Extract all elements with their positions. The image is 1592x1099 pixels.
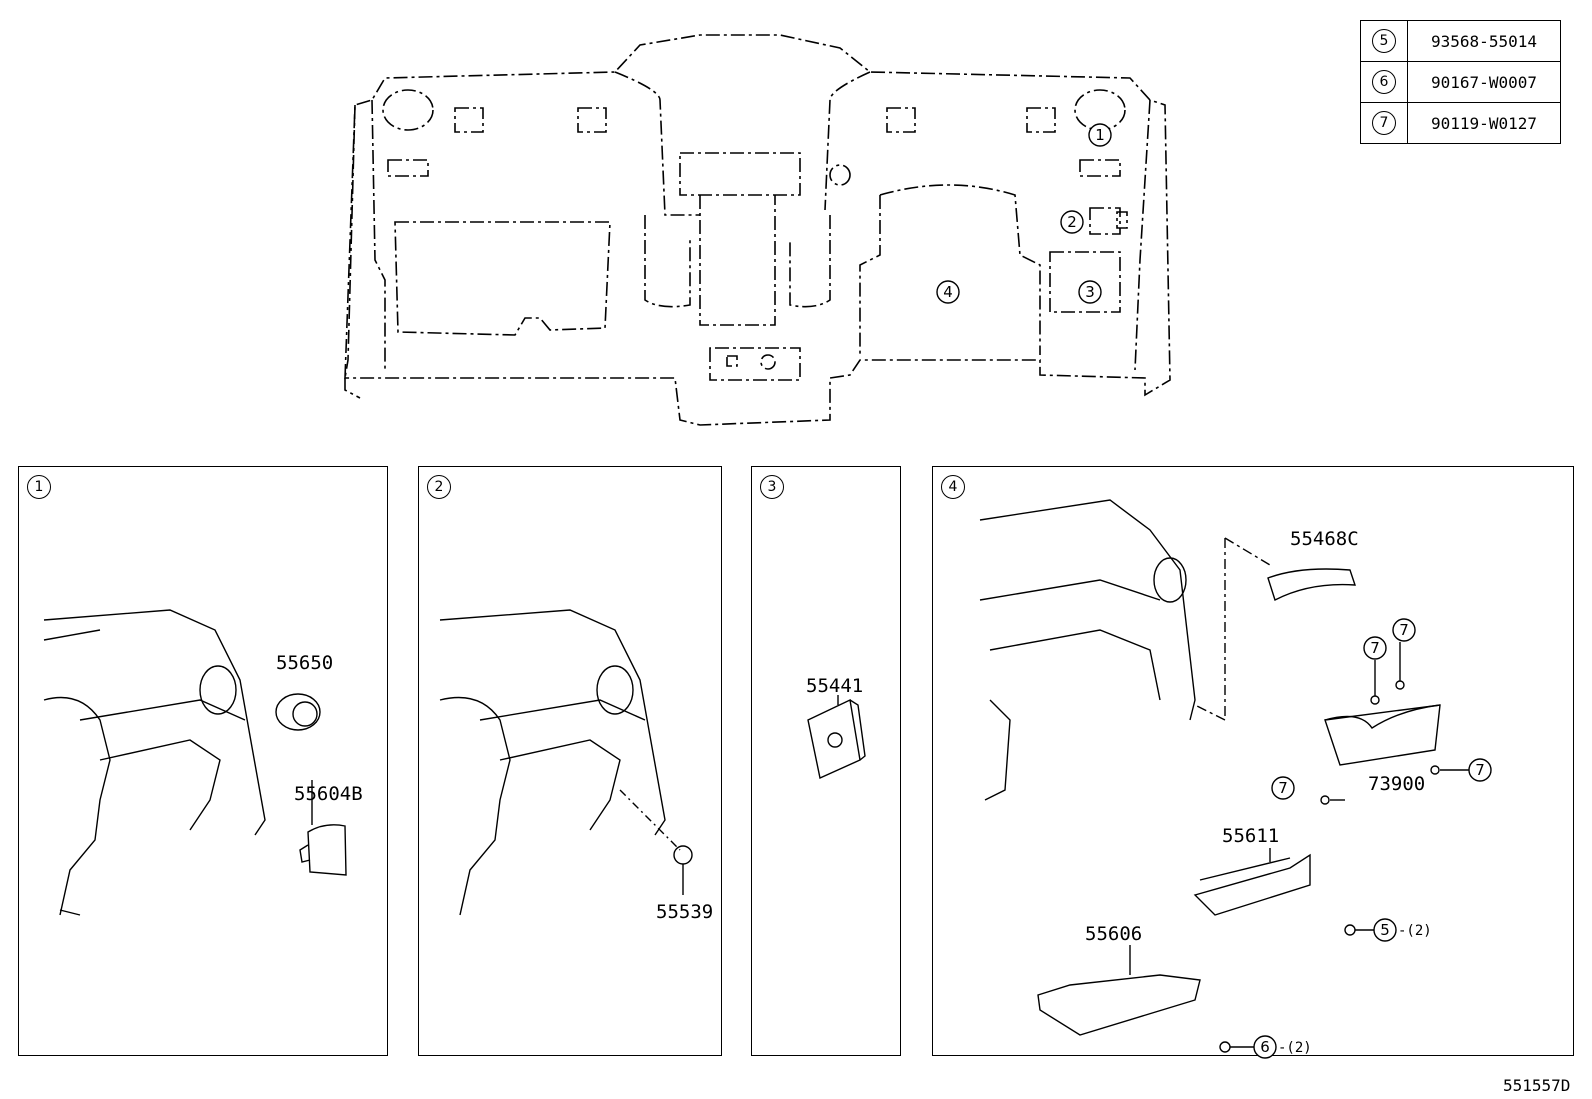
detail-panel-1: 1 xyxy=(18,466,388,1056)
overview-callouts: 1 2 3 4 xyxy=(936,123,1112,304)
table-row: 5 93568-55014 xyxy=(1360,20,1561,62)
dashboard-sketch-1 xyxy=(43,609,266,916)
part-label-55539: 55539 xyxy=(656,901,713,923)
qty-label: -(2) xyxy=(1398,923,1432,939)
callout-2: 2 xyxy=(1067,213,1077,231)
part-label-55650: 55650 xyxy=(276,652,333,674)
dashboard-sketch-2 xyxy=(439,609,666,916)
part-label-55441: 55441 xyxy=(806,675,863,697)
detail-panel-3: 3 xyxy=(751,466,901,1056)
callout-7: 7 xyxy=(1475,761,1485,779)
callout-7: 7 xyxy=(1399,621,1409,639)
ref-number-7: 7 xyxy=(1372,111,1396,135)
panel-number: 2 xyxy=(427,475,451,499)
part-label-55468C: 55468C xyxy=(1290,528,1359,550)
part-number: 90167-W0007 xyxy=(1407,61,1561,103)
part-label-73900: 73900 xyxy=(1368,773,1425,795)
qty-label: -(2) xyxy=(1278,1040,1312,1056)
callout-6: 6 xyxy=(1260,1038,1270,1056)
part-label-55604B: 55604B xyxy=(294,783,363,805)
part-label-55606: 55606 xyxy=(1085,923,1142,945)
detail-panel-4: 4 xyxy=(932,466,1574,1056)
table-row: 6 90167-W0007 xyxy=(1360,61,1561,103)
table-row: 7 90119-W0127 xyxy=(1360,102,1561,144)
dashboard-sketch-4 xyxy=(979,499,1196,801)
callout-5: 5 xyxy=(1380,921,1390,939)
fastener-table: 5 93568-55014 6 90167-W0007 7 90119-W012… xyxy=(1360,20,1561,144)
dashboard-overview-drawing: 1 2 3 4 xyxy=(344,34,1171,426)
callout-1: 1 xyxy=(1095,126,1105,144)
panel-number: 1 xyxy=(27,475,51,499)
panel-number: 3 xyxy=(760,475,784,499)
callout-7: 7 xyxy=(1278,779,1288,797)
part-label-55611: 55611 xyxy=(1222,825,1279,847)
callout-3: 3 xyxy=(1085,283,1095,301)
callout-4: 4 xyxy=(943,283,953,301)
ref-number-6: 6 xyxy=(1372,70,1396,94)
part-number: 93568-55014 xyxy=(1407,20,1561,62)
drawing-number: 551557D xyxy=(1503,1076,1571,1095)
detail-panel-2: 2 xyxy=(418,466,722,1056)
panel-number: 4 xyxy=(941,475,965,499)
part-number: 90119-W0127 xyxy=(1407,102,1561,144)
callout-7: 7 xyxy=(1370,639,1380,657)
ref-number-5: 5 xyxy=(1372,29,1396,53)
